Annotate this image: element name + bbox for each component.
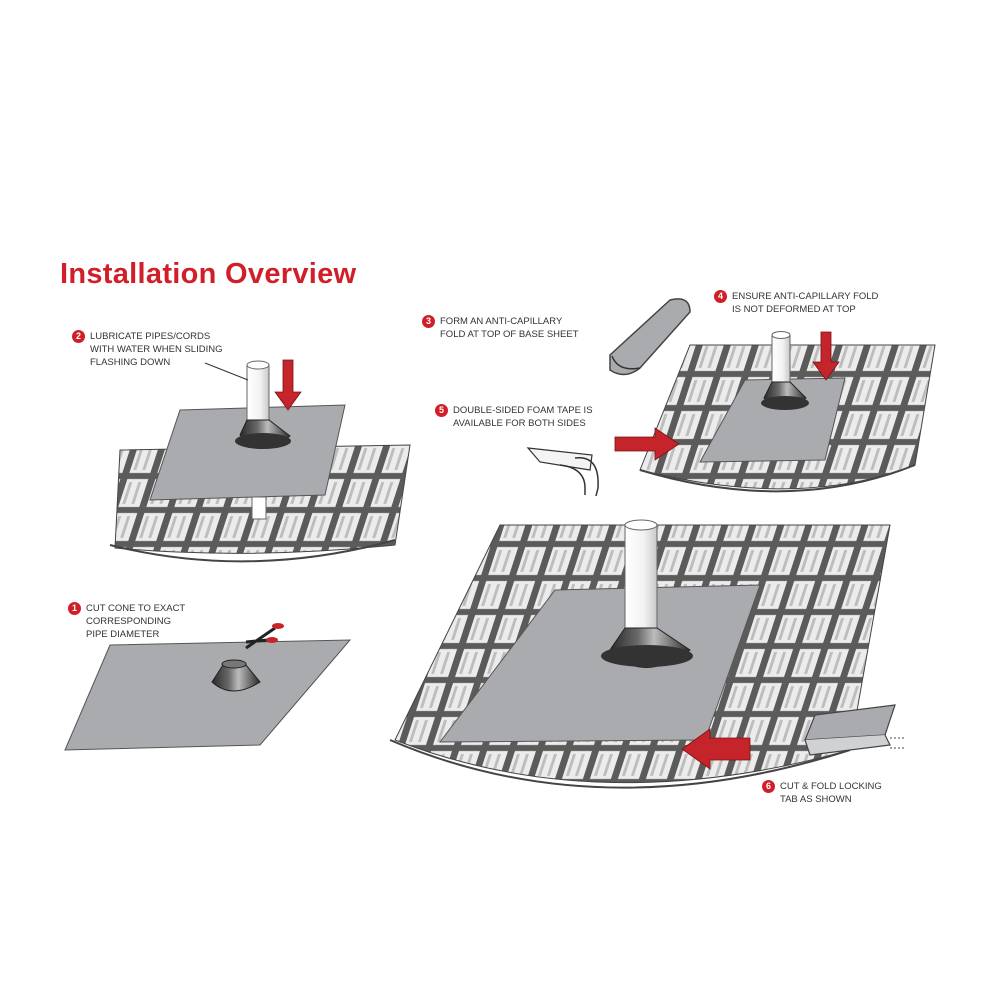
fold-sheet xyxy=(609,298,691,376)
foam-tape xyxy=(526,447,593,471)
sheet-figure-step-1 xyxy=(64,623,352,751)
left-arrow xyxy=(681,728,751,770)
pipe-top xyxy=(246,360,270,370)
cone-base xyxy=(601,645,693,667)
pipe xyxy=(624,524,658,646)
cone-base xyxy=(235,433,291,449)
step-text: ENSURE ANTI-CAPILLARY FOLD IS NOT DEFORM… xyxy=(732,291,879,315)
step-6-label: 6 CUT & FOLD LOCKING TAB AS SHOWN xyxy=(762,780,882,806)
tape-detail-step-5 xyxy=(526,447,599,497)
roof-base-curve xyxy=(109,539,396,563)
right-arrow xyxy=(614,427,680,461)
fold-detail-step-3 xyxy=(609,298,691,376)
roof-base-curve xyxy=(639,464,916,493)
scissors-icon xyxy=(245,623,284,650)
step-text: FORM AN ANTI-CAPILLARY FOLD AT TOP OF BA… xyxy=(440,316,579,340)
step-4-label: 4 ENSURE ANTI-CAPILLARY FOLD IS NOT DEFO… xyxy=(714,290,878,316)
step-number-badge: 1 xyxy=(68,602,81,615)
step-number-badge: 6 xyxy=(762,780,775,793)
cone-base xyxy=(761,396,809,410)
cone-top xyxy=(221,659,247,669)
roof-base-curve xyxy=(389,739,851,789)
step-1-label: 1 CUT CONE TO EXACT CORRESPONDING PIPE D… xyxy=(68,602,185,641)
pipe-top xyxy=(771,331,791,339)
step-number-badge: 2 xyxy=(72,330,85,343)
leader-line xyxy=(204,362,249,381)
roof-figure-step-4 xyxy=(614,331,936,493)
page-title: Installation Overview xyxy=(60,258,357,290)
step-5-label: 5 DOUBLE-SIDED FOAM TAPE IS AVAILABLE FO… xyxy=(435,404,593,430)
step-text: DOUBLE-SIDED FOAM TAPE IS AVAILABLE FOR … xyxy=(453,405,593,429)
roof-figure-step-2 xyxy=(109,359,411,563)
roof-figure-large xyxy=(389,519,891,789)
flashing-sheet xyxy=(699,377,846,463)
down-arrow xyxy=(812,331,840,381)
base-sheet xyxy=(64,639,352,751)
step-number-badge: 4 xyxy=(714,290,727,303)
locking-tab-detail-step-6 xyxy=(804,704,905,756)
step-text: CUT & FOLD LOCKING TAB AS SHOWN xyxy=(780,781,882,805)
pipe-under xyxy=(251,496,267,520)
cone xyxy=(211,664,261,692)
step-number-badge: 3 xyxy=(422,315,435,328)
pipe-top xyxy=(624,519,658,531)
step-text: LUBRICATE PIPES/CORDS WITH WATER WHEN SL… xyxy=(90,331,223,368)
step-text: CUT CONE TO EXACT CORRESPONDING PIPE DIA… xyxy=(86,603,186,640)
step-2-label: 2 LUBRICATE PIPES/CORDS WITH WATER WHEN … xyxy=(72,330,222,369)
down-arrow xyxy=(274,359,302,411)
step-number-badge: 5 xyxy=(435,404,448,417)
step-3-label: 3 FORM AN ANTI-CAPILLARY FOLD AT TOP OF … xyxy=(422,315,579,341)
pipe xyxy=(246,364,270,428)
